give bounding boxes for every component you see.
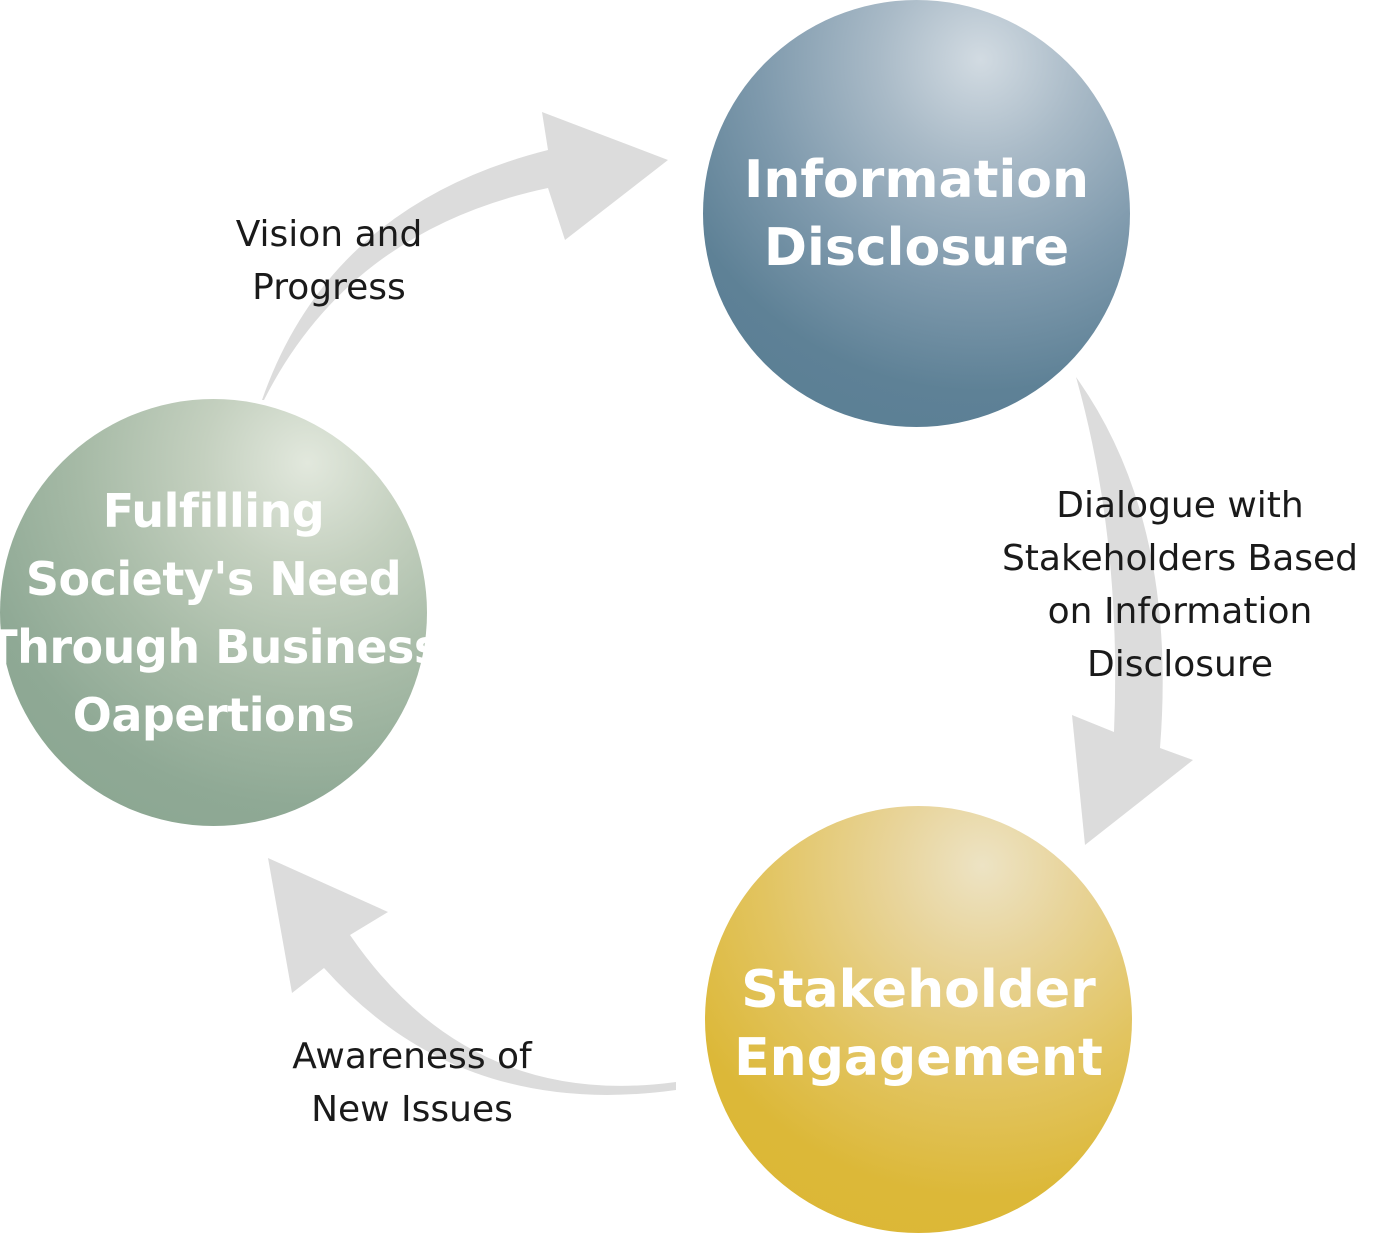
dialogue-label: Dialogue with Stakeholders Based on Info… <box>975 479 1385 691</box>
vision-progress-line-2: Progress <box>252 267 406 308</box>
awareness-line-1: Awareness of <box>292 1036 532 1077</box>
dialogue-line-2: Stakeholders Based <box>1001 538 1359 579</box>
fulfilling-society-line-4: Oapertions <box>72 687 355 742</box>
arrow-vision-progress <box>262 112 668 400</box>
stakeholder-engagement-line-1: Stakeholder <box>741 959 1096 1020</box>
awareness-label: Awareness of New Issues <box>262 1030 562 1136</box>
vision-progress-label: Vision and Progress <box>204 208 454 314</box>
stakeholder-engagement-line-2: Engagement <box>734 1027 1103 1088</box>
fulfilling-society-line-3: Through Business <box>0 619 441 674</box>
vision-progress-line-1: Vision and <box>235 214 423 255</box>
arrow-dialogue <box>1072 377 1193 845</box>
dialogue-line-4: Disclosure <box>1086 644 1274 685</box>
stakeholder-engagement-node: Stakeholder Engagement <box>705 806 1132 1233</box>
information-disclosure-node: Information Disclosure <box>703 0 1130 427</box>
information-disclosure-line-2: Disclosure <box>763 217 1070 278</box>
fulfilling-society-node: Fulfilling Society's Need Through Busine… <box>0 399 441 826</box>
information-disclosure-line-1: Information <box>743 149 1090 210</box>
awareness-line-2: New Issues <box>311 1089 513 1130</box>
fulfilling-society-line-2: Society's Need <box>25 551 402 606</box>
dialogue-line-1: Dialogue with <box>1056 485 1304 526</box>
fulfilling-society-line-1: Fulfilling <box>102 483 325 538</box>
arrow-awareness <box>268 858 676 1095</box>
dialogue-line-3: on Information <box>1047 591 1313 632</box>
